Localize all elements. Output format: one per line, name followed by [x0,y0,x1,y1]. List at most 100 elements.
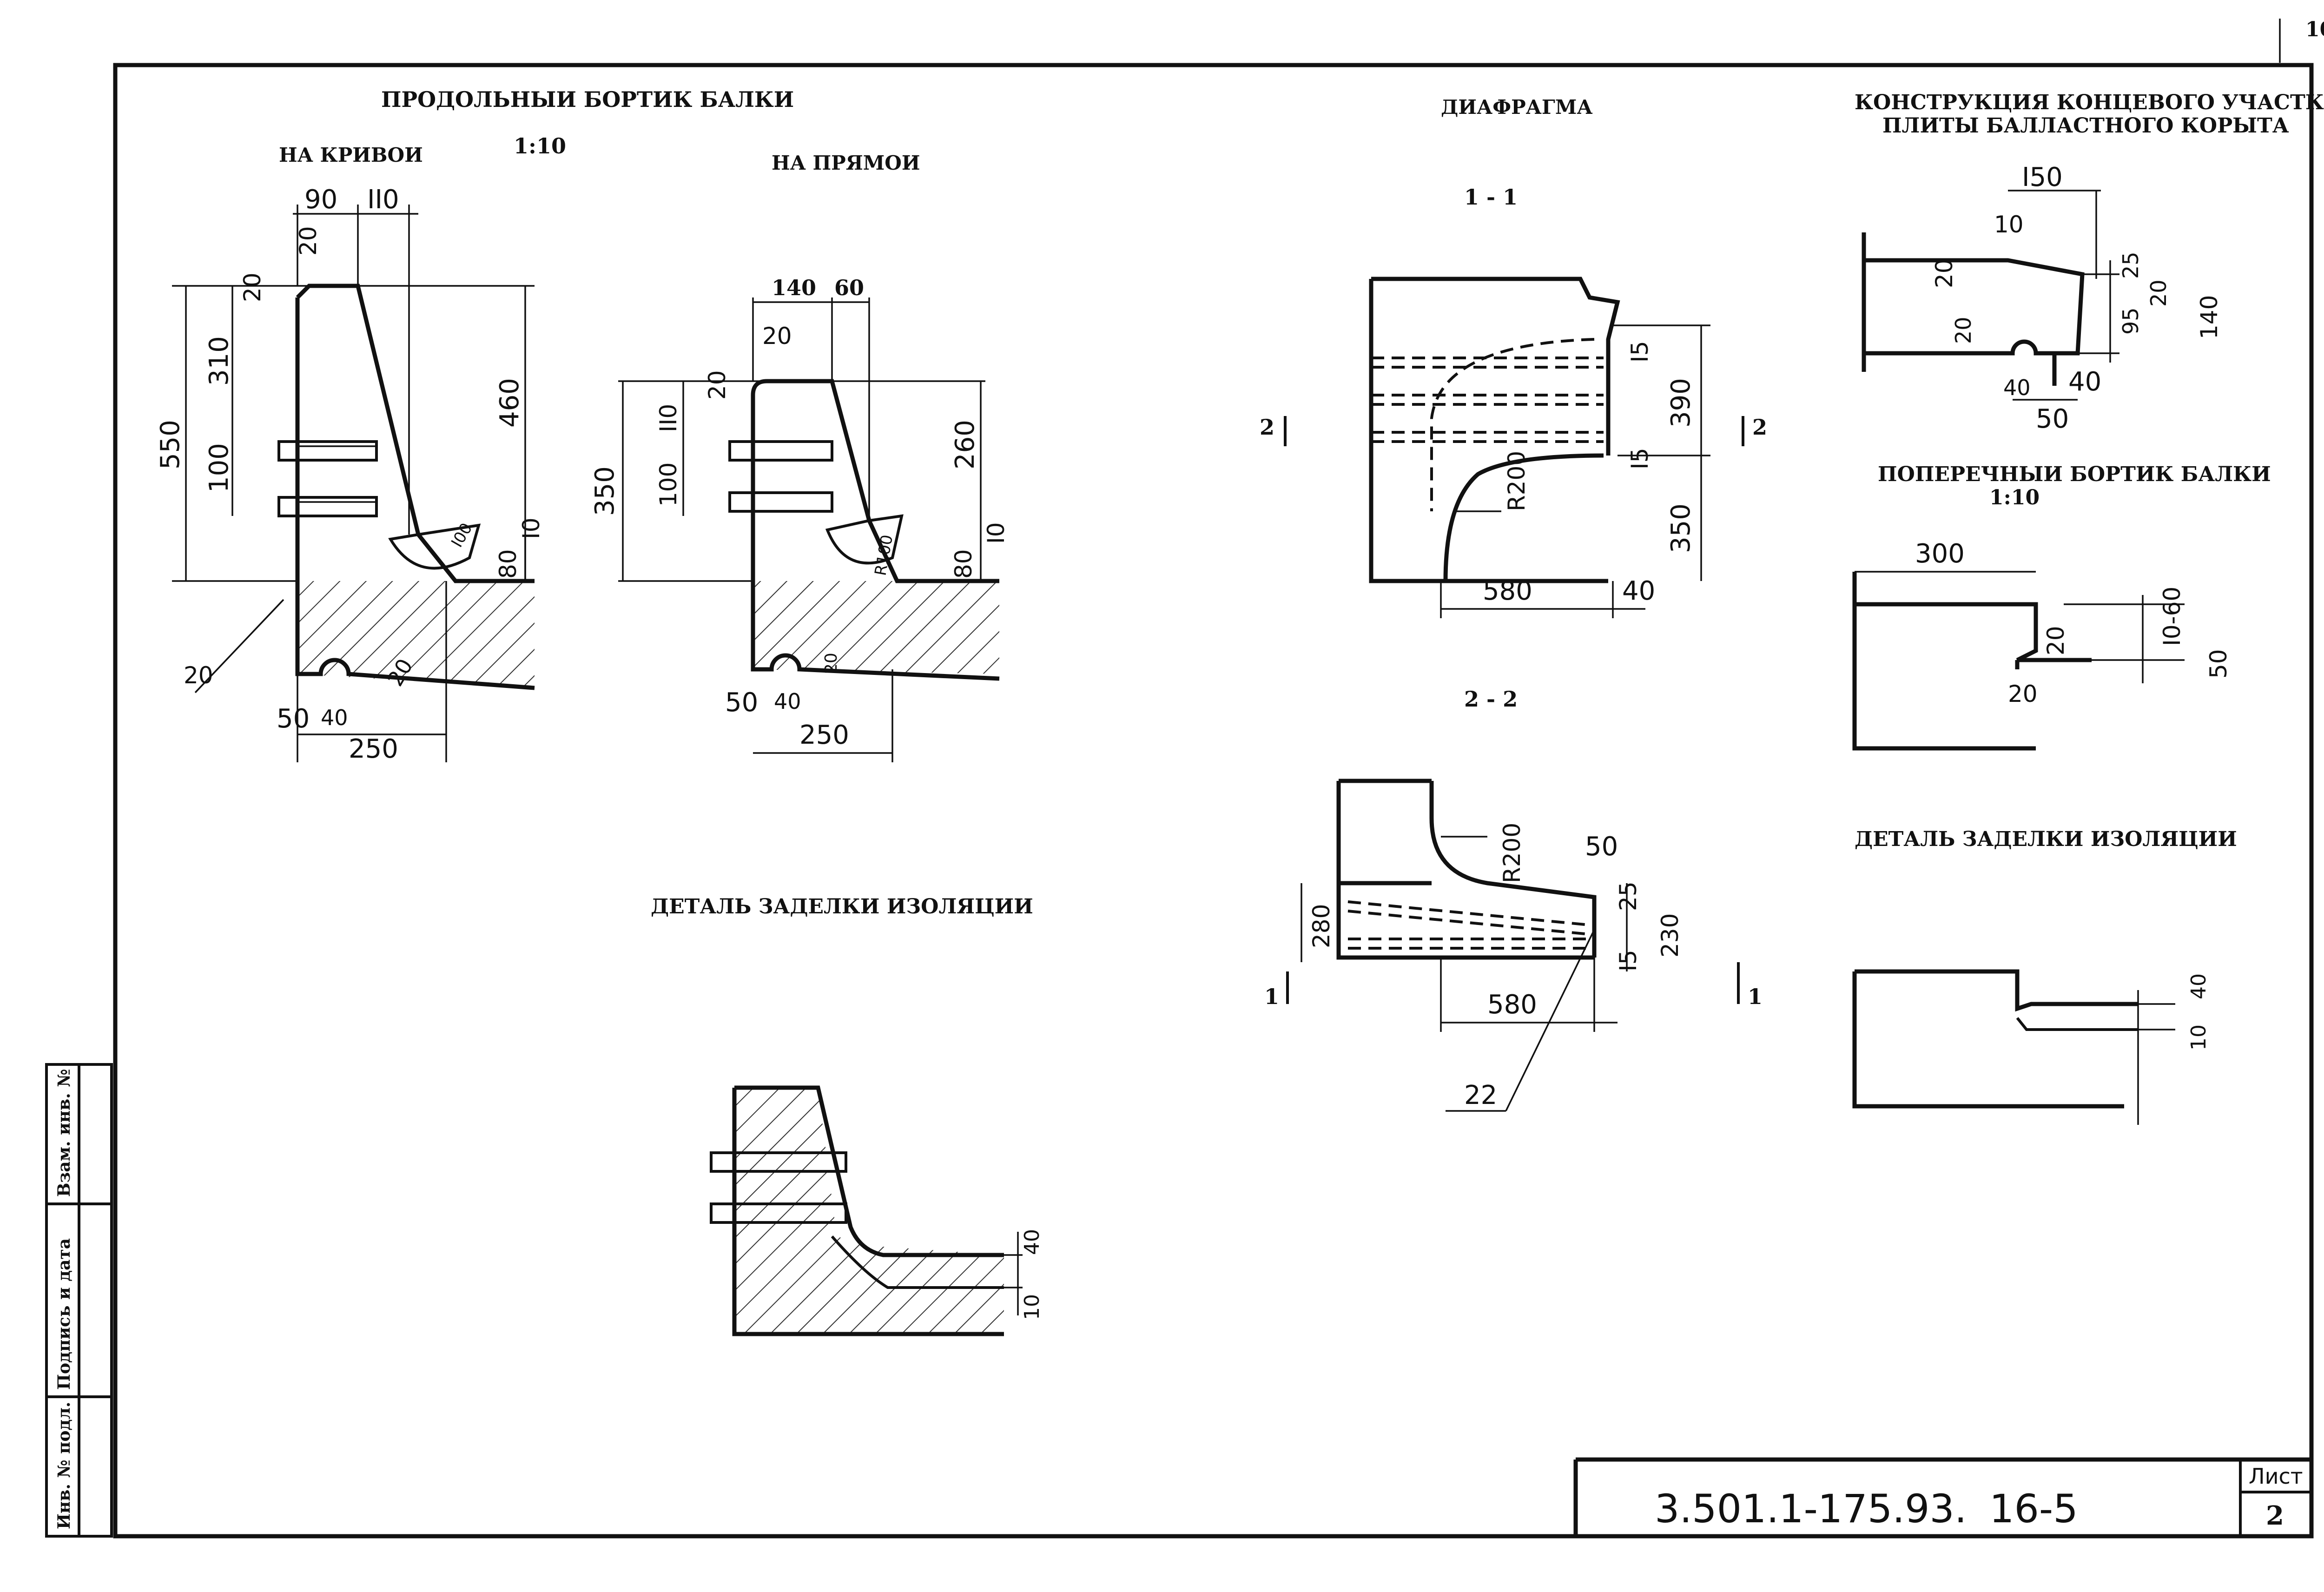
curve-dim: 20 [184,662,213,689]
insulation-center-dim: 40 [1020,1229,1044,1255]
end-dim: 20 [2146,279,2171,307]
diaphragm-title: ДИАФРАГМА [1441,96,1593,119]
section-22-dim: 230 [1657,913,1684,958]
section-22-dim: I5 [1615,950,1642,971]
section-11-dim: 350 [1666,503,1696,553]
straight-dim: 20 [762,323,792,350]
straight-dim: 20 [704,370,731,400]
end-dim: 25 [2118,251,2143,279]
cut-mark: 1 [1748,984,1763,1009]
sheet-number: 2 [2266,1500,2284,1531]
end-dim: 40 [2068,367,2101,397]
end-dim: 10 [1994,211,2024,238]
section-22-dim: R200 [1499,823,1525,883]
cut-mark: 2 [1752,415,1767,440]
title-block: 3.501.1-175.93. 16-5 Лист 2 [1573,1457,2311,1536]
end-section-title: КОНСТРУКЦИЯ КОНЦЕВОГО УЧАСТКА [1855,91,2324,114]
sheet-label: Лист [2249,1464,2303,1489]
transverse-dim: 300 [1915,539,1965,569]
curve-dim: 310 [204,336,234,386]
stamp-signature-date: Подпись и дата [54,1238,74,1390]
straight-dim: II0 [655,404,682,432]
section-11-dim: R200 [1503,451,1530,511]
straight-dim: 350 [590,466,620,516]
curve-dim: 20 [295,226,322,256]
curve-dim: 40 [321,705,348,730]
section-11-dim: I5 [1626,448,1653,469]
longitudinal-title: ПРОДОЛЬНЫИ БОРТИК БАЛКИ [381,87,794,112]
end-dim: 20 [1951,317,1976,344]
end-section-title-2: ПЛИТЫ БАЛЛАСТНОГО КОРЫТА [1882,114,2289,138]
sheet-reference: 16-5 [1989,1486,2078,1532]
end-section-detail: КОНСТРУКЦИЯ КОНЦЕВОГО УЧАСТКА ПЛИТЫ БАЛЛ… [1855,91,2324,434]
stamp-replacement-no: Взам. инв. № [54,1069,74,1197]
transverse-title: ПОПЕРЕЧНЫИ БОРТИК БАЛКИ [1878,462,2271,486]
curb-on-curve-view: НА КРИВОИ 90 II0 20 20 310 550 460 100 I… [155,144,545,764]
insulation-right-dim: 10 [2187,1024,2211,1050]
curve-dim: 20 [239,272,266,302]
straight-caption: НА ПРЯМОИ [772,152,920,174]
section-11-dim: 390 [1666,378,1696,428]
section-22-dim: 25 [1615,881,1642,911]
curve-dim: 100 [204,443,234,493]
insulation-right-dim: 40 [2187,973,2211,999]
straight-dim: 80 [950,549,977,579]
curve-dim: 80 [495,549,522,579]
sheet-frame [113,63,2314,1539]
end-dim: 20 [1931,258,1958,288]
straight-dim: 50 [725,687,758,718]
diaphragm-section-2-2: 2 - 2 R200 50 25 280 230 I5 580 22 1 1 [1264,687,1763,1112]
page-number: 10 [2305,18,2324,41]
straight-dim: 250 [799,720,849,750]
straight-dim: 100 [655,462,682,507]
end-dim: 95 [2118,307,2143,335]
end-dim: I50 [2022,162,2063,192]
section-22-dim: 280 [1308,904,1335,948]
transverse-curb-detail: ПОПЕРЕЧНЫИ БОРТИК БАЛКИ 1:10 300 I0-60 2… [1852,462,2271,751]
transverse-dim: 20 [2042,626,2069,655]
section-22-dim: 22 [1464,1080,1497,1110]
cut-mark: 1 [1264,984,1279,1009]
curve-dim: I0 [518,517,545,539]
curve-dim: 50 [277,704,310,734]
straight-dim: 40 [774,689,801,714]
curb-on-straight-view: НА ПРЯМОИ 140 60 20 20 350 100 II0 260 I… [590,152,1010,762]
section-11-dim: 40 [1622,576,1655,606]
curve-caption: НА КРИВОИ [279,144,423,166]
straight-dim: 140 [772,275,816,300]
curve-dim: 90 [304,185,337,215]
straight-dim: 260 [950,420,980,469]
transverse-scale: 1:10 [1989,486,2040,509]
longitudinal-scale: 1:10 [514,133,566,159]
curve-dim: 460 [495,378,525,428]
diaphragm-section-1-1: 1 - 1 I5 390 I5 350 R200 580 40 2 2 [1260,185,1767,618]
section-22-caption: 2 - 2 [1464,687,1518,712]
end-dim: 50 [2036,404,2069,434]
straight-dim: 20 [822,653,841,674]
cut-mark: 2 [1260,415,1274,440]
drawing-code: 3.501.1-175.93. [1655,1486,1967,1532]
curve-dim: 550 [155,420,185,469]
side-stamp: Инв. № подл. Подпись и дата Взам. инв. № [45,1063,113,1538]
straight-dim: 60 [834,275,864,300]
insulation-detail-right: ДЕТАЛЬ ЗАДЕЛКИ ИЗОЛЯЦИИ 40 10 [1852,827,2237,1125]
insulation-center-dim: 10 [1020,1294,1044,1320]
end-dim: 40 [2003,375,2031,400]
transverse-dim: I0-60 [2159,587,2185,646]
insulation-center-title: ДЕТАЛЬ ЗАДЕЛКИ ИЗОЛЯЦИИ [651,895,1033,918]
straight-dim: I0 [983,522,1010,544]
section-22-dim: 580 [1487,990,1537,1020]
insulation-detail-center: ДЕТАЛЬ ЗАДЕЛКИ ИЗОЛЯЦИИ 40 10 [651,895,1044,1336]
end-dim: 140 [2196,295,2223,339]
insulation-right-title: ДЕТАЛЬ ЗАДЕЛКИ ИЗОЛЯЦИИ [1855,827,2237,851]
curve-dim: 250 [349,734,398,764]
curve-dim: II0 [367,185,399,215]
section-11-dim: I5 [1626,341,1653,363]
transverse-dim: 50 [2205,649,2232,679]
section-11-caption: 1 - 1 [1464,185,1518,210]
stamp-archive-no: Инв. № подл. [54,1402,74,1529]
section-22-dim: 50 [1585,832,1618,862]
section-11-dim: 580 [1483,576,1532,606]
transverse-dim: 20 [2008,680,2038,707]
